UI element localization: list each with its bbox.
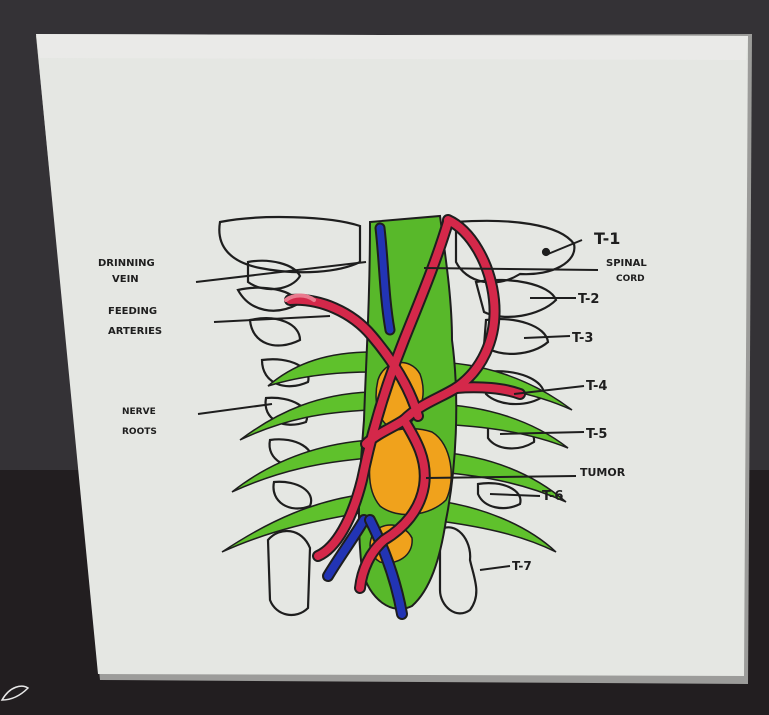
- leader-t7: [479, 565, 511, 571]
- leader-draining-vein: [195, 261, 367, 283]
- label-t6: T-6: [542, 489, 563, 504]
- artery-branch-right: [452, 383, 524, 398]
- vertebra-left-t1: [218, 215, 362, 274]
- artery-feeder-left: [286, 295, 422, 420]
- vein-lower-left: [324, 516, 368, 580]
- label-nerve-roots-line2: ROOTS: [122, 427, 157, 437]
- vein-lower-right: [366, 516, 406, 618]
- vertebra-right-t1: [454, 219, 576, 284]
- label-feeding-arteries-line2: ARTERIES: [108, 326, 162, 337]
- nerve-root-left-3: [231, 439, 371, 493]
- label-draining-vein-line2: VEIN: [112, 274, 139, 285]
- label-t1: T-1: [594, 229, 620, 248]
- nerve-root-left-4: [221, 493, 367, 553]
- leader-tumor: [425, 475, 577, 479]
- label-feeding-arteries-line1: FEEDING: [108, 306, 157, 317]
- artery-descending: [314, 218, 452, 560]
- label-t4: T-4: [586, 379, 607, 394]
- feeding-arteries: [284, 214, 526, 594]
- nerve-root-left-2: [239, 391, 371, 441]
- artery-right-loop: [400, 216, 499, 424]
- vertebra-left-t6b: [272, 480, 313, 510]
- artery-branch-left: [362, 416, 408, 448]
- vertebra-left-t5: [264, 396, 309, 426]
- label-t3: T-3: [572, 331, 593, 346]
- canvas-highlight: [36, 34, 748, 60]
- label-nerve-roots-line1: NERVE: [122, 407, 156, 417]
- vertebra-right-t1-dot: [541, 247, 551, 257]
- label-t7: T-7: [512, 559, 532, 573]
- label-t5: T-5: [586, 427, 607, 442]
- leaf-icon: [0, 685, 30, 701]
- vertebra-left-t4: [260, 358, 310, 388]
- leader-t4: [513, 385, 585, 395]
- artery-feeder-tip: [284, 293, 316, 302]
- leader-t3: [523, 335, 571, 339]
- leader-spinal-cord: [423, 267, 599, 271]
- leader-t1: [547, 239, 583, 255]
- nerve-root-left-1: [267, 351, 373, 387]
- nerve-root-right-4: [431, 499, 557, 553]
- label-draining-vein-line1: DRINNING: [98, 258, 155, 269]
- leader-lines: [195, 239, 599, 571]
- leader-t6: [489, 493, 541, 497]
- vertebra-right-t3: [482, 318, 550, 355]
- label-spinal-cord-line2: CORD: [616, 274, 645, 284]
- draining-vein: [322, 222, 408, 620]
- leader-nerve-roots: [197, 403, 273, 415]
- label-group: DRINNING VEIN FEEDING ARTERIES NERVE ROO…: [98, 229, 647, 573]
- nerve-root-right-2: [435, 403, 569, 449]
- vertebra-right-t6: [476, 482, 522, 510]
- label-t2: T-2: [578, 292, 599, 307]
- artery-around-tumor: [356, 416, 429, 592]
- label-spinal-cord-line1: SPINAL: [606, 258, 647, 269]
- artery-lines: [286, 216, 524, 592]
- vertebra-left-t7: [266, 530, 312, 617]
- leader-t5: [499, 431, 585, 435]
- label-tumor: TUMOR: [580, 466, 626, 479]
- leader-feeding-arteries: [213, 315, 331, 323]
- vein-upper: [376, 224, 394, 334]
- vertebra-right-t7: [438, 526, 478, 615]
